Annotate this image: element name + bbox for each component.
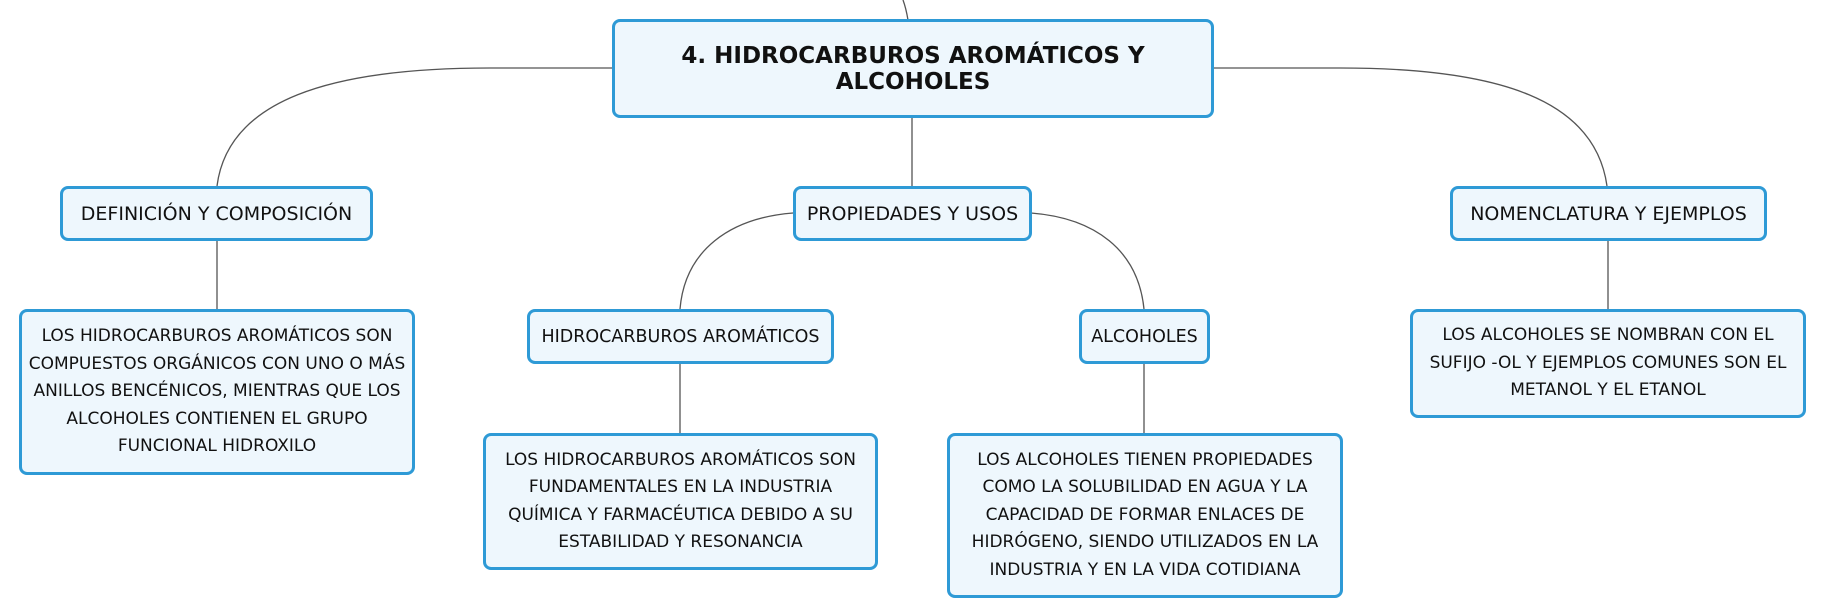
connector-parent-to-root — [902, 0, 909, 21]
branch-nomenclatura-node[interactable]: NOMENCLATURA Y EJEMPLOS — [1450, 186, 1767, 241]
sub-alcoholes-node[interactable]: ALCOHOLES — [1079, 309, 1210, 364]
branch-nomenclatura-label: NOMENCLATURA Y EJEMPLOS — [1470, 202, 1747, 225]
connector-root-to-definicion — [216, 67, 612, 187]
connector-root-to-nomenclatura — [1212, 67, 1608, 187]
connector-propiedades-to-hidrocarburos — [679, 212, 794, 310]
branch-propiedades-label: PROPIEDADES Y USOS — [806, 202, 1019, 225]
detail-alcoholes-text: LOS ALCOHOLES TIENEN PROPIEDADES COMO LA… — [971, 449, 1319, 580]
root-node-label: 4. HIDROCARBUROS AROMÁTICOS Y ALCOHOLES — [681, 42, 1145, 95]
detail-definicion-text: LOS HIDROCARBUROS AROMÁTICOS SON COMPUES… — [28, 326, 406, 457]
detail-hidrocarburos-text: LOS HIDROCARBUROS AROMÁTICOS SON FUNDAME… — [505, 449, 856, 553]
branch-definicion-node[interactable]: DEFINICIÓN Y COMPOSICIÓN — [60, 186, 373, 241]
detail-definicion-node[interactable]: LOS HIDROCARBUROS AROMÁTICOS SON COMPUES… — [19, 309, 415, 475]
sub-alcoholes-label: ALCOHOLES — [1091, 326, 1198, 347]
root-node[interactable]: 4. HIDROCARBUROS AROMÁTICOS Y ALCOHOLES — [612, 19, 1214, 118]
detail-hidrocarburos-node[interactable]: LOS HIDROCARBUROS AROMÁTICOS SON FUNDAME… — [483, 433, 878, 570]
detail-nomenclatura-text: LOS ALCOHOLES SE NOMBRAN CON EL SUFIJO -… — [1429, 325, 1787, 401]
branch-propiedades-node[interactable]: PROPIEDADES Y USOS — [793, 186, 1032, 241]
connector-propiedades-to-alcoholes — [1030, 212, 1145, 310]
sub-hidrocarburos-node[interactable]: HIDROCARBUROS AROMÁTICOS — [527, 309, 834, 364]
detail-alcoholes-node[interactable]: LOS ALCOHOLES TIENEN PROPIEDADES COMO LA… — [947, 433, 1343, 598]
branch-definicion-label: DEFINICIÓN Y COMPOSICIÓN — [80, 202, 353, 225]
detail-nomenclatura-node[interactable]: LOS ALCOHOLES SE NOMBRAN CON EL SUFIJO -… — [1410, 309, 1806, 418]
sub-hidrocarburos-label: HIDROCARBUROS AROMÁTICOS — [541, 326, 820, 347]
